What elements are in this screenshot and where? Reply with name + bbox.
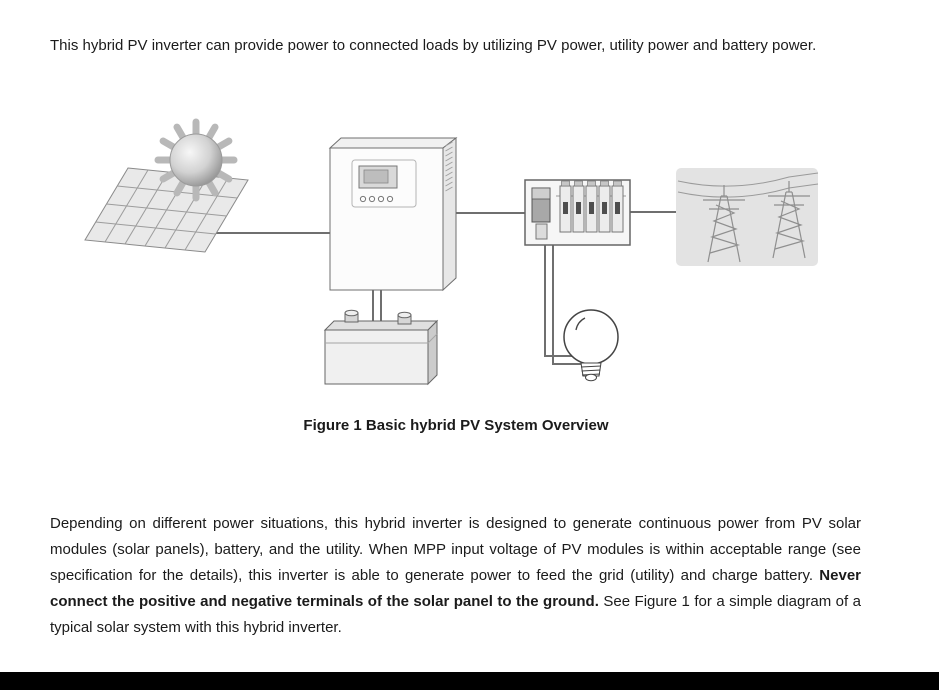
intro-paragraph: This hybrid PV inverter can provide powe… (50, 37, 817, 54)
breaker-panel-icon (524, 179, 631, 246)
sun-icon (154, 118, 238, 202)
figure-1-diagram (0, 100, 939, 412)
body-bold-warning: Never connect the positive and negative … (50, 567, 861, 610)
battery-icon (323, 309, 439, 386)
body-text-after-bold: See Figure 1 for a simple diagram of a t… (50, 593, 861, 636)
utility-grid-icon (676, 168, 819, 266)
body-text-before-bold: Depending on different power situations,… (50, 515, 861, 584)
body-paragraph: Depending on different power situations,… (50, 511, 861, 641)
page-footer-bar (0, 672, 939, 690)
inverter-icon (328, 136, 458, 292)
light-bulb-icon (563, 309, 619, 382)
figure-caption: Figure 1 Basic hybrid PV System Overview (303, 417, 609, 434)
